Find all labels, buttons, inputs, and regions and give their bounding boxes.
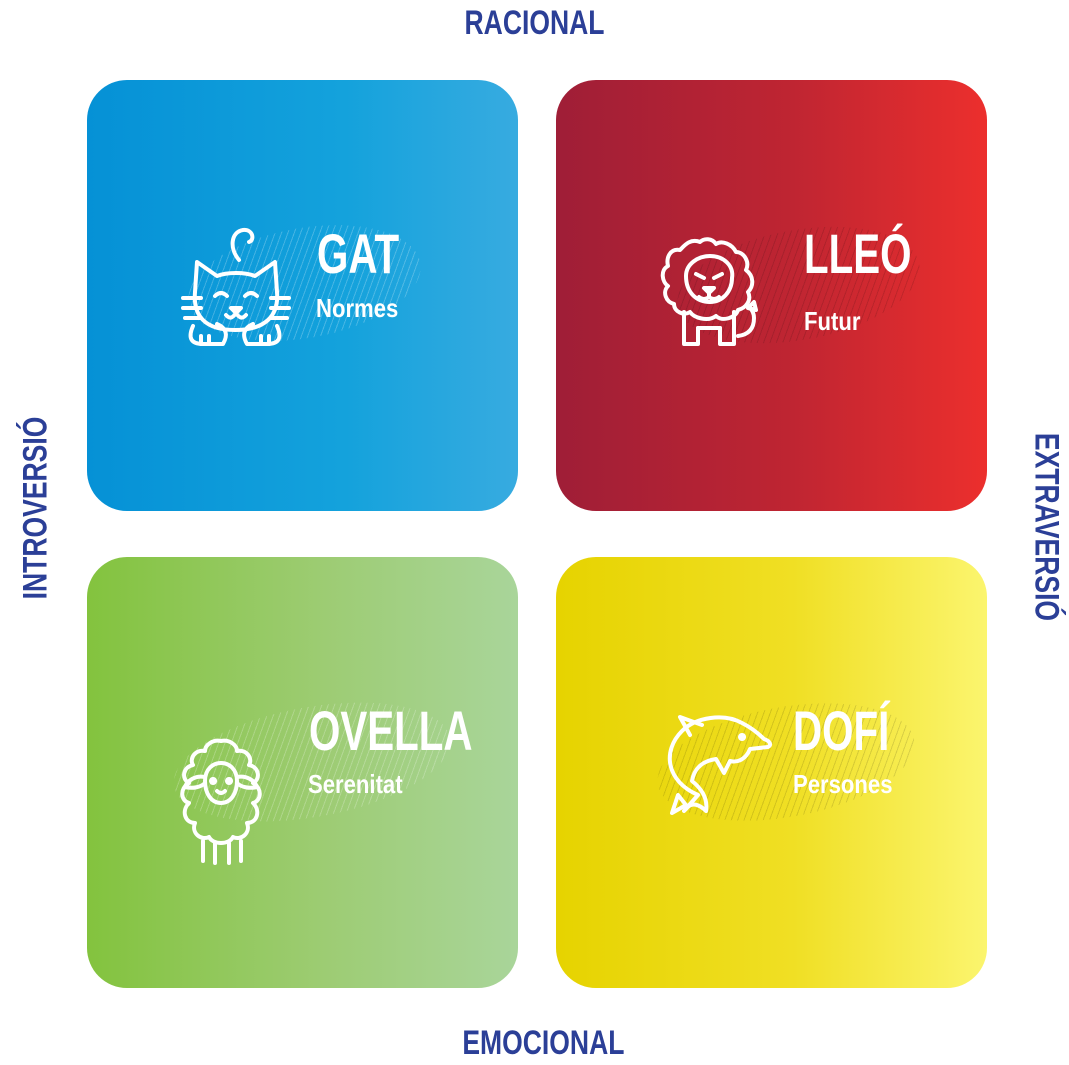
card-subtitle: Persones <box>793 769 893 799</box>
card-title: LLEÓ <box>804 222 912 285</box>
card-title: GAT <box>317 222 400 285</box>
card-subtitle: Normes <box>316 293 399 323</box>
cat-icon <box>179 226 291 350</box>
dolphin-icon <box>642 709 774 817</box>
card-title: DOFÍ <box>793 699 890 762</box>
axis-label-bottom: EMOCIONAL <box>462 1024 625 1062</box>
quadrant-card-gat: GAT Normes <box>87 80 518 511</box>
axis-label-left: INTROVERSIÓ <box>16 416 55 600</box>
card-subtitle: Serenitat <box>308 769 403 799</box>
card-subtitle: Futur <box>804 306 861 336</box>
axis-label-right: EXTRAVERSIÓ <box>1027 432 1066 622</box>
quadrant-card-dofi: DOFÍ Persones <box>556 557 987 988</box>
sheep-icon <box>173 737 269 869</box>
quadrant-card-ovella: OVELLA Serenitat <box>87 557 518 988</box>
quadrant-card-lleo: LLEÓ Futur <box>556 80 987 511</box>
card-title: OVELLA <box>309 699 473 762</box>
axis-label-top: RACIONAL <box>464 4 605 42</box>
lion-icon <box>660 236 764 348</box>
